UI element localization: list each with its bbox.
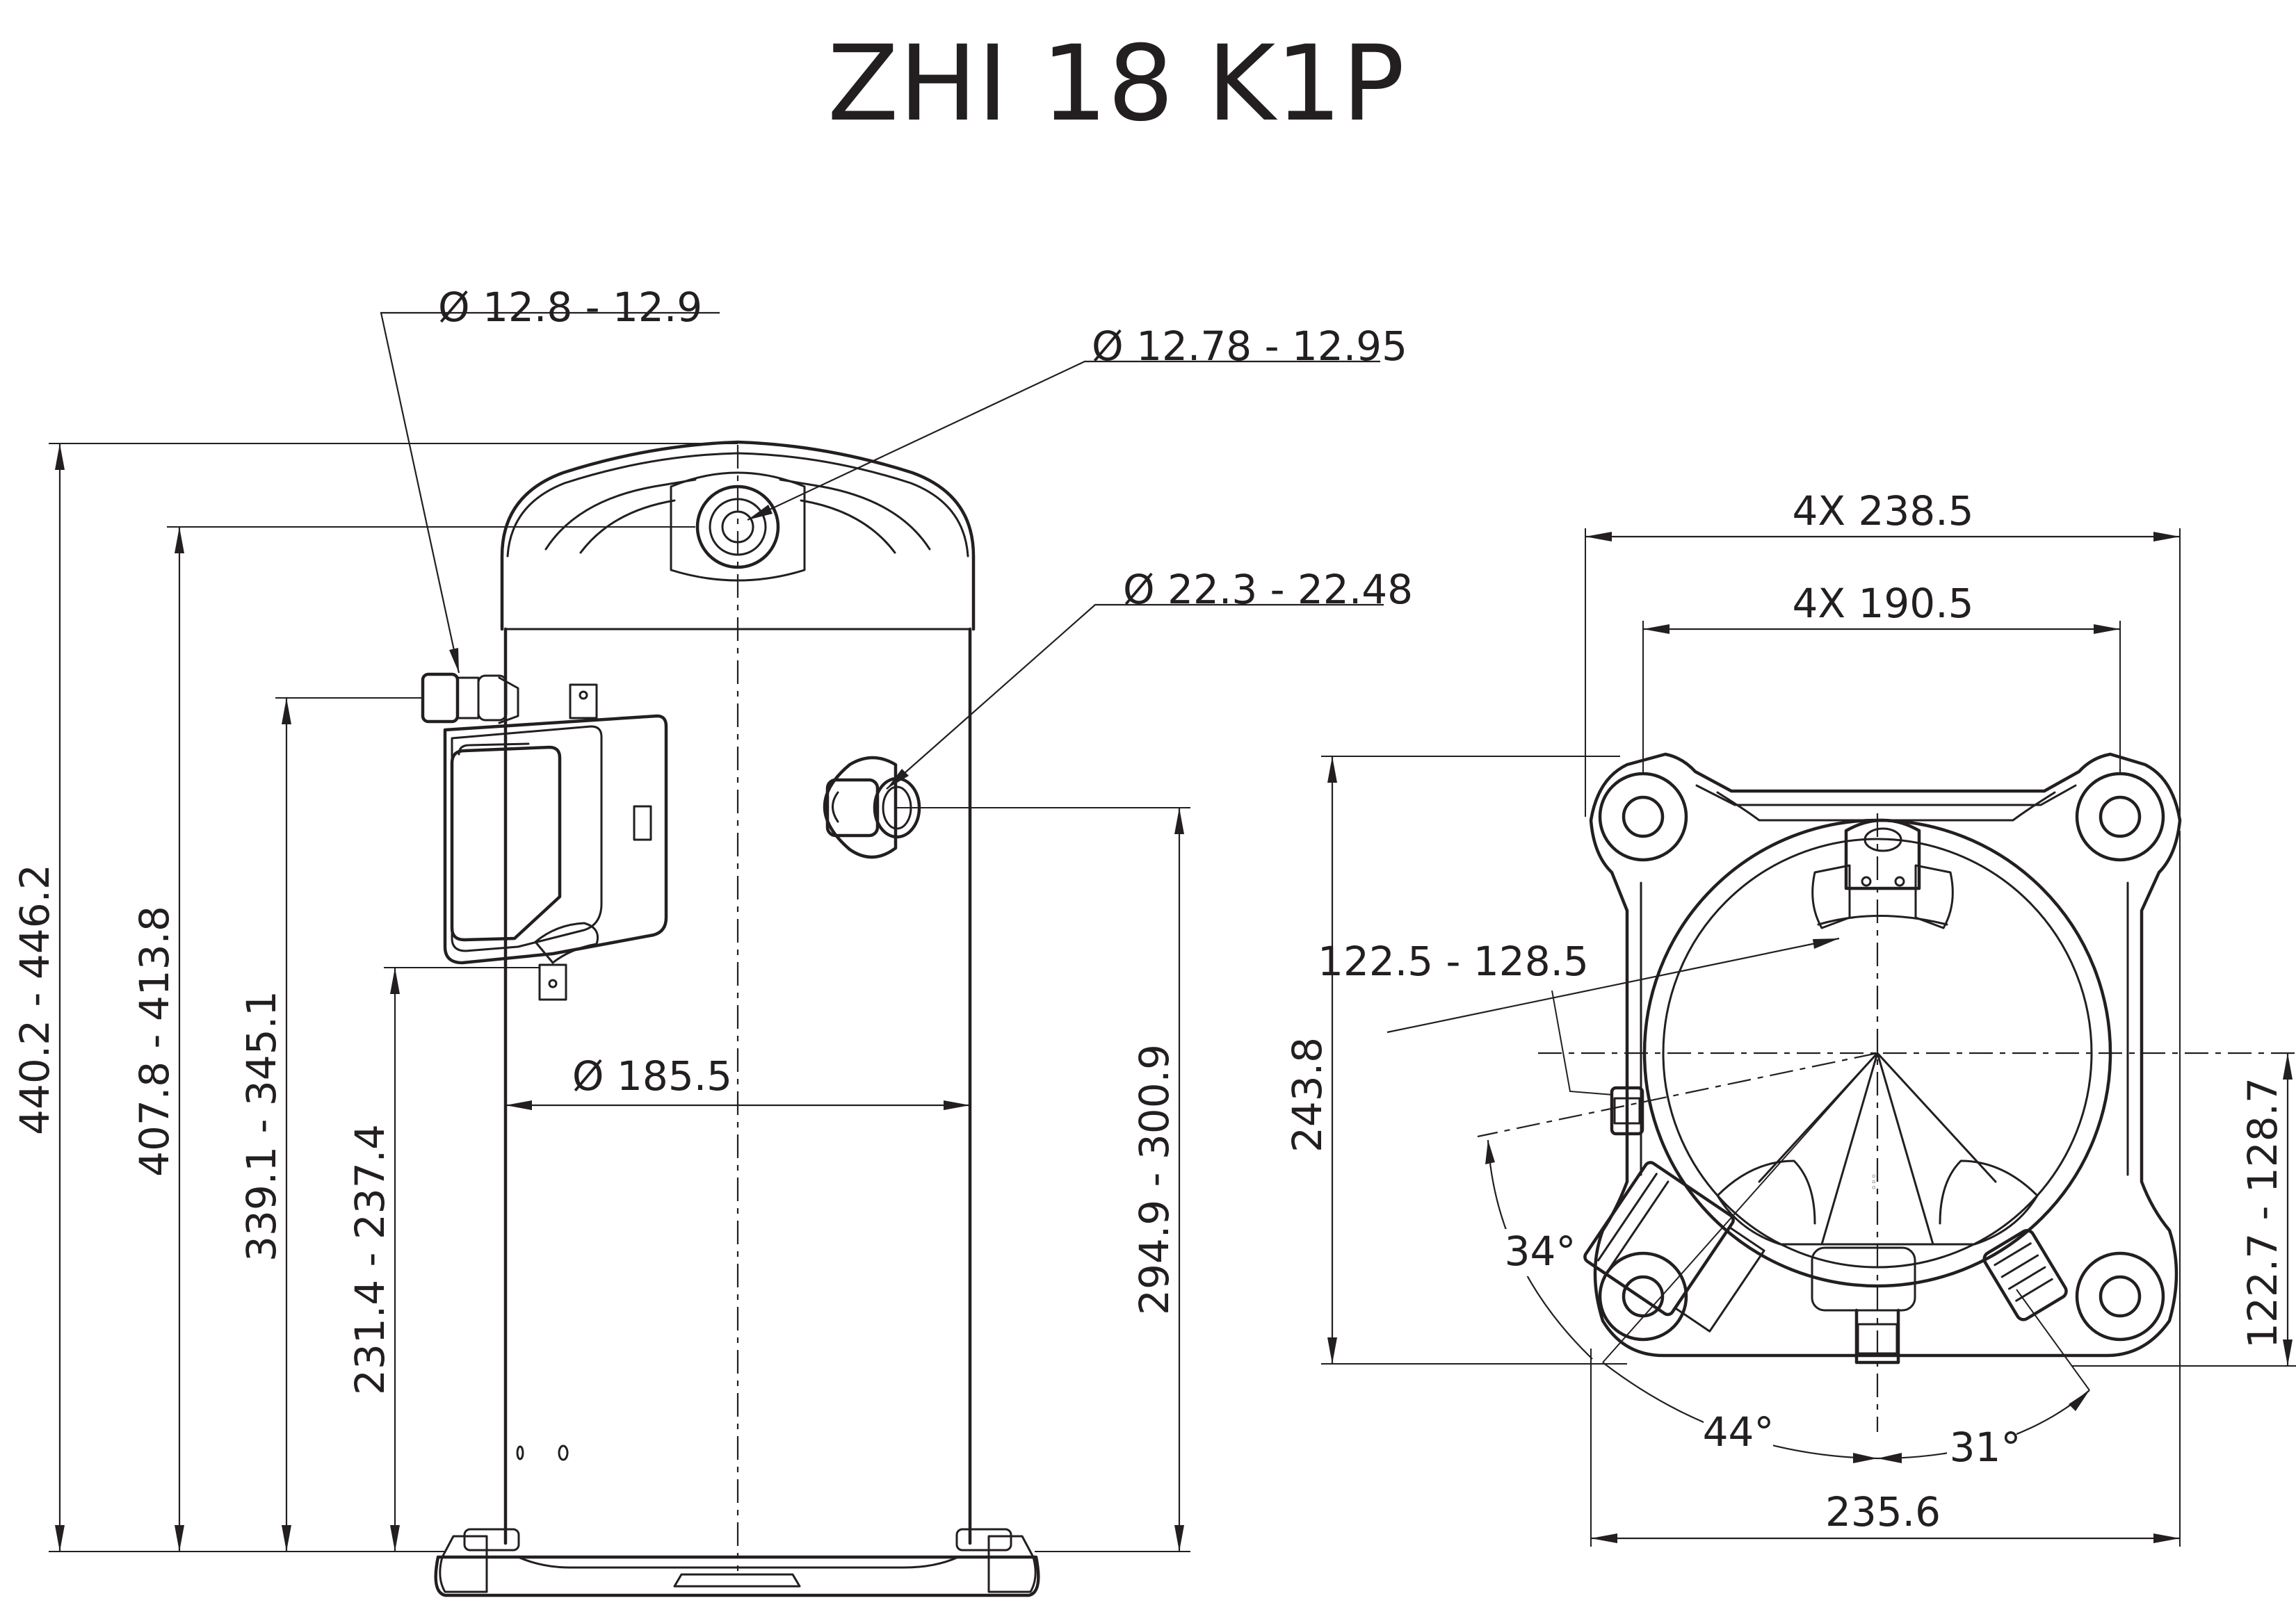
dim-side-port-diameter: Ø 22.3 - 22.48: [1123, 566, 1413, 613]
dim-right-height: 122.7 - 128.7: [2239, 1077, 2286, 1349]
dim-overall-height: 440.2 - 446.2: [11, 864, 58, 1135]
leader-small-port: [380, 311, 720, 674]
top-shell-inner: [1662, 838, 2093, 1269]
dim-box-bottom-height: 231.4 - 237.4: [346, 1124, 394, 1395]
base-plate: [434, 1528, 1040, 1597]
right-fitting-plan: [1982, 1229, 2068, 1321]
dim-small-port-diameter: Ø 12.8 - 12.9: [438, 284, 702, 331]
side-view: 440.2 - 446.2 407.8 - 413.8 339.1 - 345.…: [11, 284, 1413, 1597]
top-port-boss: [670, 471, 806, 582]
dim-base-height: 243.8: [1284, 1037, 1331, 1153]
top-port-plan: [1844, 818, 1921, 890]
shell-dome: [500, 440, 976, 631]
dim-side-port-height: 294.9 - 300.9: [1131, 1044, 1178, 1315]
dim-outer-holes: 4X 238.5: [1792, 487, 1973, 535]
mounting-hole-tl: [1598, 772, 1688, 862]
shell-body: [503, 627, 972, 1545]
mounting-hole-bl: [1598, 1251, 1688, 1342]
left-port-plan: [1610, 1086, 1644, 1136]
dim-small-port-height: 339.1 - 345.1: [238, 991, 285, 1262]
dim-top-port-diameter: Ø 12.78 - 12.95: [1092, 323, 1407, 370]
leader-side-port: [886, 603, 1384, 790]
mounting-hole-tr: [2075, 772, 2165, 862]
radius-leader: [1387, 937, 1840, 1034]
angle-34: 34°: [1505, 1228, 1576, 1275]
drawing-title: ZHI 18 K1P: [827, 24, 1405, 145]
top-port-outer: [695, 485, 780, 569]
top-base-outline: [1589, 752, 2182, 1358]
dim-top-port-height: 407.8 - 413.8: [131, 906, 178, 1177]
terminal-box: [443, 683, 668, 1001]
angle-44: 44°: [1703, 1408, 1774, 1456]
top-view: ◦◦◦ 4X 238.5 4X 190.5: [1284, 487, 2296, 1547]
leader-top-port: [747, 360, 1380, 521]
shell-marking: ◦◦◦: [1869, 1173, 1880, 1191]
angle-31: 31°: [1950, 1424, 2021, 1471]
dim-radius: 122.5 - 128.5: [1318, 938, 1589, 985]
dim-inner-holes: 4X 190.5: [1792, 580, 1973, 627]
small-port-fitting: [421, 672, 519, 724]
mounting-hole-br: [2075, 1251, 2165, 1342]
bottom-stub: [1854, 1308, 1900, 1365]
dim-bottom-width: 235.6: [1825, 1488, 1941, 1536]
large-port-plan: [1583, 1161, 1765, 1333]
dim-shell-diameter: Ø 185.5: [572, 1052, 732, 1100]
